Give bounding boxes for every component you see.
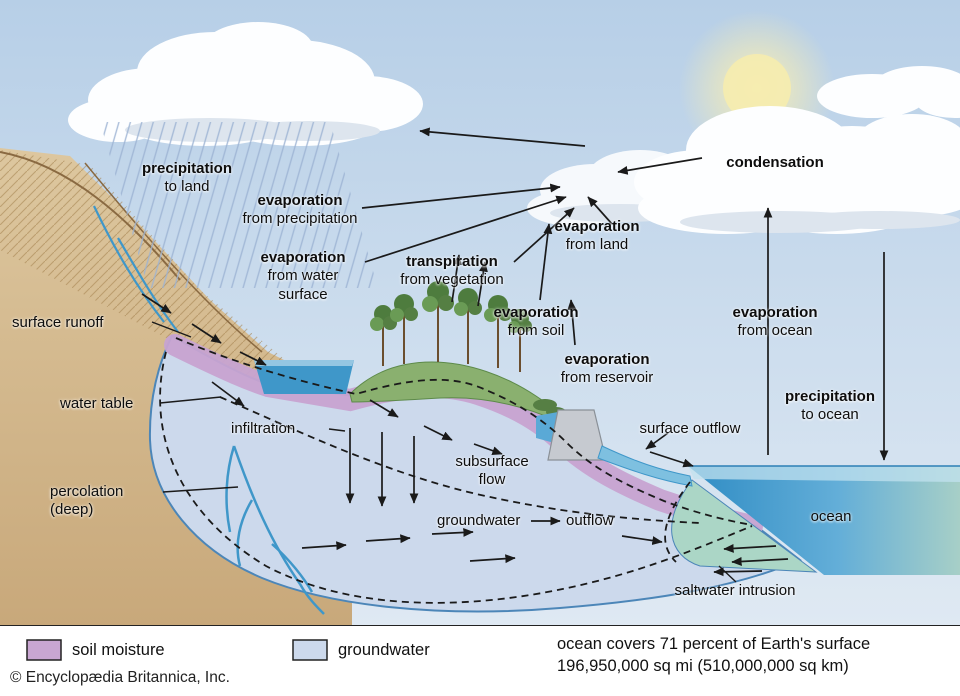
- label-infiltration: infiltration: [231, 420, 296, 437]
- label-evaporation-from-precipitation: evaporation from precipitation: [242, 192, 358, 228]
- label-percolation-deep: percolation (deep): [50, 483, 124, 519]
- condensation-cloud: [634, 66, 960, 234]
- label-ocean: ocean: [810, 508, 852, 525]
- label-saltwater-intrusion: saltwater intrusion: [674, 582, 796, 599]
- water-cycle-scene: [0, 0, 960, 625]
- rain-streaks: [100, 122, 378, 288]
- label-surface-runoff: surface runoff: [12, 314, 104, 331]
- label-groundwater: groundwater: [437, 512, 521, 529]
- legend-item-soil-moisture: soil moisture: [26, 639, 165, 661]
- label-outflow: outflow: [566, 512, 614, 529]
- leader-lines: [151, 321, 737, 583]
- label-subsurface-flow: subsurface flow: [455, 453, 529, 489]
- legend: soil moisture groundwater ocean covers 7…: [0, 625, 960, 696]
- label-transpiration-from-vegetation: transpiration from vegetation: [400, 253, 504, 289]
- label-precipitation-to-ocean: precipitation to ocean: [784, 388, 876, 424]
- ocean-block: [688, 465, 960, 575]
- mountain-lake: [254, 360, 354, 394]
- saltwater-intrusion-zone: [671, 479, 818, 573]
- label-water-table: water table: [60, 395, 134, 412]
- legend-label-soil-moisture: soil moisture: [72, 640, 165, 659]
- label-evaporation-from-land: evaporation from land: [554, 218, 640, 254]
- credit: © Encyclopædia Britannica, Inc.: [10, 669, 230, 686]
- mountain-streams: [93, 205, 179, 333]
- label-precipitation-to-land: precipitation to land: [141, 160, 233, 196]
- label-evaporation-from-ocean: evaporation from ocean: [732, 304, 818, 340]
- trees: [370, 281, 532, 372]
- groundwater-swatch: [292, 639, 328, 661]
- soil-moisture-swatch: [26, 639, 62, 661]
- ocean-coverage-note: ocean covers 71 percent of Earth's surfa…: [557, 635, 871, 675]
- river-outflow: [597, 445, 693, 487]
- flow-arrows: [141, 127, 889, 577]
- label-evaporation-from-water-surface: evaporation from water surface: [260, 249, 346, 303]
- left-cloud: [68, 22, 423, 146]
- legend-label-groundwater: groundwater: [338, 640, 430, 659]
- label-evaporation-from-soil: evaporation from soil: [493, 304, 579, 340]
- dashed-boundaries: [159, 337, 753, 604]
- label-condensation: condensation: [726, 154, 824, 171]
- label-evaporation-from-reservoir: evaporation from reservoir: [560, 351, 654, 387]
- dam-and-reservoir: [536, 409, 693, 487]
- water-table-line: [219, 396, 701, 524]
- label-surface-outflow: surface outflow: [639, 420, 741, 437]
- legend-item-groundwater: groundwater: [292, 639, 430, 661]
